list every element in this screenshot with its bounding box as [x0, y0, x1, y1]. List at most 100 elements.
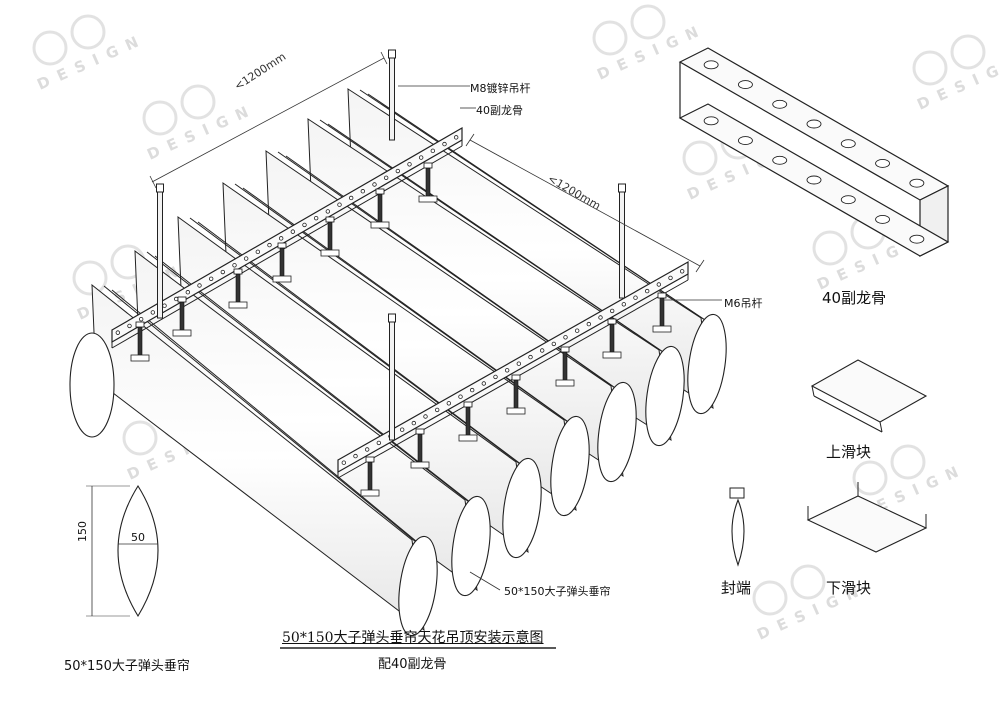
- keel-detail-hole: [703, 60, 719, 70]
- bolt: [562, 349, 568, 381]
- rail-hole: [469, 387, 475, 393]
- upper-slider-edge: [811, 385, 815, 397]
- rail-hole: [621, 302, 627, 307]
- rail-hole: [563, 335, 568, 340]
- dimension-tick: [695, 259, 705, 273]
- bolt-nut: [325, 216, 335, 223]
- rail-hole: [267, 242, 272, 248]
- watermark-text: DESIGN: [594, 19, 709, 83]
- watermark-ring: [950, 34, 986, 70]
- rail-hole: [446, 401, 452, 406]
- keel-detail-hole: [909, 234, 925, 244]
- rail-hole: [220, 269, 226, 275]
- rail-hole: [243, 256, 249, 261]
- hanger-rods: [130, 49, 672, 497]
- bolt-clip: [360, 489, 380, 497]
- keel-detail-hole: [772, 99, 788, 109]
- keel-rails: [111, 126, 689, 479]
- rail-hole: [173, 296, 179, 302]
- dimension-line-left: [151, 57, 385, 183]
- bolt-nut: [607, 318, 617, 325]
- rod-right: [619, 191, 625, 299]
- bolt-clip: [228, 301, 248, 309]
- rail-hole: [458, 394, 463, 399]
- rod-right-cap: [618, 183, 626, 193]
- rail-hole: [586, 321, 592, 327]
- watermark-ring: [592, 20, 628, 56]
- bolt-clip: [410, 461, 430, 469]
- part-label-upper-slider: 上滑块: [826, 443, 872, 461]
- bolt-nut: [560, 346, 570, 353]
- rail-hole: [453, 135, 459, 140]
- end-cap-shape: [731, 498, 745, 567]
- diagram-title: 50*150大子弹头垂帘天花吊顶安装示意图: [282, 630, 544, 646]
- rail-hole: [411, 420, 417, 426]
- section-profile: [117, 484, 159, 618]
- upper-slider-shape: [810, 359, 928, 423]
- label-m8-rod: M8镀锌吊杆: [470, 82, 531, 95]
- watermark-text: DESIGN: [144, 99, 259, 163]
- rail-hole: [232, 263, 237, 268]
- bolt-clip: [418, 195, 438, 203]
- end-cap-tab: [729, 487, 745, 499]
- rail-hole: [383, 175, 389, 180]
- dimension-tick: [465, 133, 475, 147]
- rail-hole: [668, 275, 673, 281]
- baffle-panel-end: [645, 345, 685, 447]
- rail-hole: [574, 328, 580, 333]
- rail-hole: [127, 323, 132, 329]
- rail-hole: [399, 427, 405, 432]
- bolt-nut: [415, 428, 425, 435]
- baffle-panel-end: [502, 457, 542, 559]
- label-m6-rod: M6吊杆: [724, 297, 763, 310]
- rail-hole: [348, 195, 354, 201]
- rail-hole: [255, 249, 261, 255]
- baffle-panels: [69, 88, 727, 637]
- bolt: [465, 404, 471, 436]
- keel-rail-left-flange: [111, 145, 463, 349]
- rod-left-cap: [156, 183, 164, 193]
- part-label-keel: 40副龙骨: [822, 289, 887, 307]
- bolt-clip: [320, 249, 340, 257]
- baffle-panel-body: [134, 249, 478, 592]
- rail-hole: [325, 209, 331, 214]
- baffle-groove: [146, 251, 470, 503]
- bolt: [279, 245, 285, 277]
- keel-detail-hole: [909, 178, 925, 188]
- watermark-text: DESIGN: [34, 29, 149, 93]
- bolt-nut: [511, 374, 521, 381]
- bolt: [609, 321, 615, 353]
- baffle-panel-end: [597, 381, 637, 483]
- rail-hole: [208, 276, 214, 281]
- rail-hole: [278, 236, 284, 241]
- watermark-ring: [752, 580, 788, 616]
- rail-hole: [528, 354, 533, 360]
- rail-hole: [138, 316, 144, 322]
- bolt-clip: [172, 329, 192, 337]
- bolt: [179, 299, 185, 331]
- rail-hole: [162, 303, 167, 308]
- rail-hole: [395, 168, 401, 174]
- rail-hole: [516, 361, 522, 366]
- section-caption: 50*150大子弹头垂帘: [64, 659, 190, 674]
- watermark-ring: [72, 260, 108, 296]
- label-40-keel-top: 40副龙骨: [476, 104, 523, 117]
- rail-hole: [430, 148, 436, 154]
- part-label-end-cap: 封端: [721, 579, 752, 597]
- watermark-ring: [790, 564, 826, 600]
- label-panel-callout: 50*150大子弹头垂帘: [504, 585, 611, 598]
- bolt-clip: [652, 325, 672, 333]
- bolt-clip: [272, 275, 292, 283]
- rail-hole: [539, 348, 545, 353]
- bolt-clip: [602, 351, 622, 359]
- baffle-panel-back-cap: [69, 332, 115, 438]
- rail-hole: [442, 141, 447, 147]
- rod-center-cap: [388, 313, 396, 323]
- keel-detail-hole: [806, 119, 822, 129]
- rail-hole: [185, 290, 191, 295]
- bolt: [137, 324, 143, 356]
- rod-m8-top: [389, 57, 395, 141]
- watermark-ring: [812, 230, 848, 266]
- rail-hole: [633, 295, 638, 300]
- upper-slider-edge: [813, 395, 883, 433]
